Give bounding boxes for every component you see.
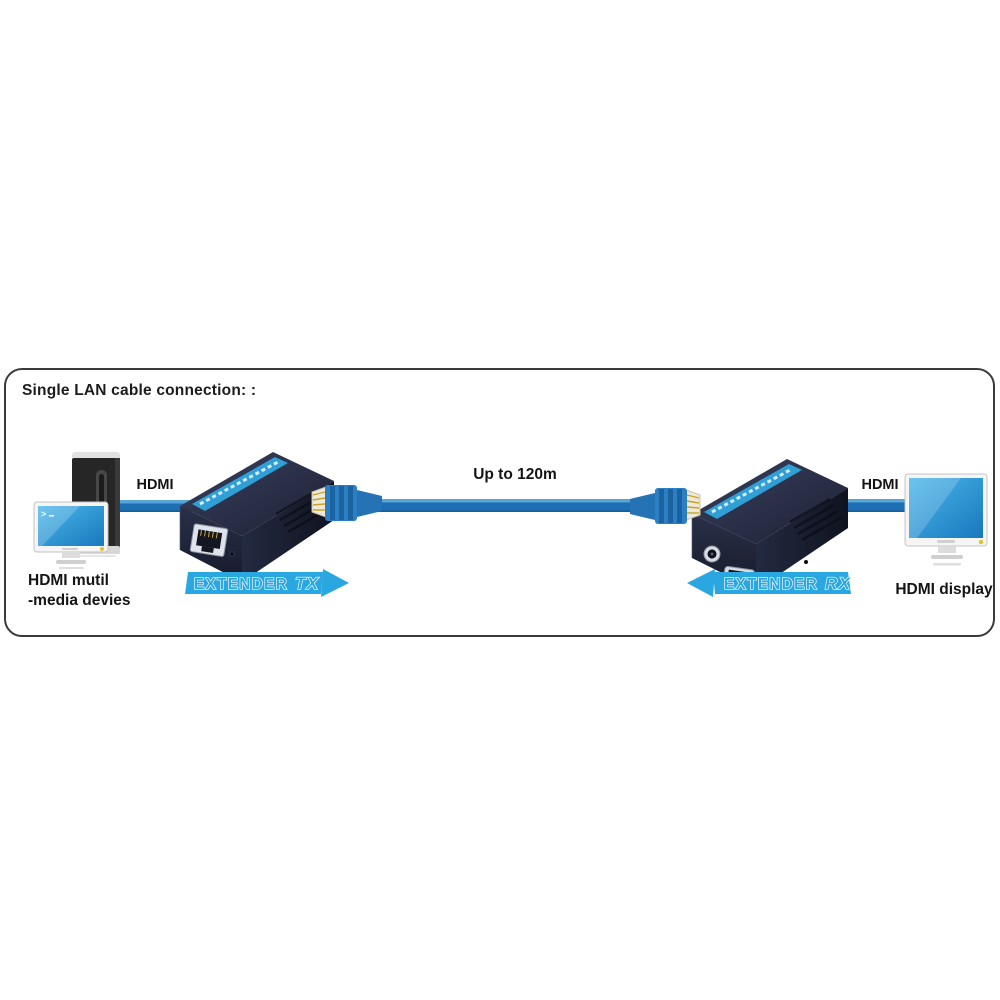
arrow-right-icon: [321, 569, 349, 597]
rj45-connector-left: [311, 485, 382, 521]
power-led: [978, 539, 984, 545]
display-monitor-illustration: [904, 473, 988, 566]
badge-word: EXTENDER: [194, 576, 288, 593]
badge-word: EXTENDER: [724, 576, 818, 593]
lan-cable: [368, 499, 644, 512]
hdmi-label-left: HDMI: [136, 477, 174, 493]
tx-direction-arrow-badge: EXTENDER TX: [185, 569, 349, 597]
source-monitor: >: [33, 501, 109, 569]
dc-power-jack: [703, 545, 721, 563]
tx-extender-illustration: [179, 452, 334, 582]
arrow-left-icon: [687, 569, 715, 597]
rx-direction-arrow-badge: EXTENDER RX: [687, 569, 851, 597]
rj45-lan-port: [189, 523, 229, 557]
cable-length-label: Up to 120m: [473, 466, 557, 483]
badge-suffix: RX: [825, 574, 851, 593]
case-screw: [804, 560, 808, 564]
diagram-title: Single LAN cable connection: :: [22, 382, 257, 399]
hdmi-cable-left: [108, 500, 202, 512]
led-hole: [229, 551, 235, 557]
source-device-label: HDMI mutil -media devies: [28, 571, 168, 610]
source-device-label-line1: HDMI mutil: [28, 572, 109, 589]
case-ridges: [789, 497, 843, 542]
display-device-label: HDMI display: [895, 581, 993, 598]
source-device-label-line2: -media devies: [28, 591, 131, 609]
terminal-prompt-icon: >: [41, 509, 46, 519]
rj45-connector-right: [630, 488, 701, 524]
power-led: [100, 547, 104, 551]
rx-extender-illustration: [691, 459, 848, 590]
badge-suffix: TX: [295, 574, 320, 593]
hdmi-label-right: HDMI: [861, 477, 899, 493]
source-device-illustration: >: [33, 452, 120, 569]
